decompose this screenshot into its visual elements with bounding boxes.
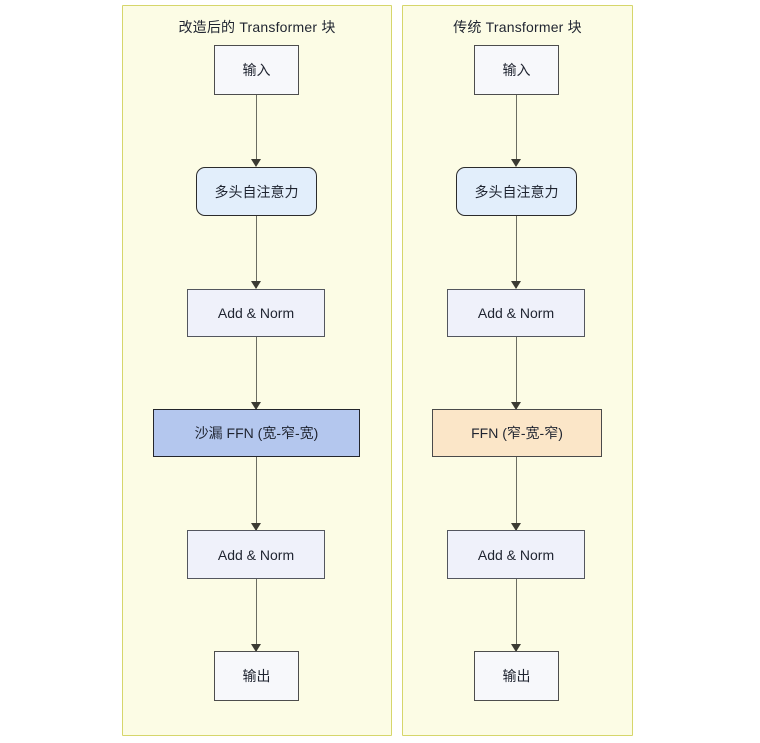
edge-modified-input-to-attention: [256, 95, 257, 163]
arrowhead-modified-2: [251, 281, 261, 289]
node-modified-add-norm-2[interactable]: Add & Norm: [187, 530, 325, 579]
node-label: 多头自注意力: [474, 183, 559, 200]
node-traditional-add-norm-1[interactable]: Add & Norm: [447, 289, 585, 337]
edge-traditional-addnorm1-to-ffn: [516, 337, 517, 409]
arrowhead-traditional-1: [511, 159, 521, 167]
node-traditional-output[interactable]: 输出: [474, 651, 559, 701]
node-traditional-add-norm-2[interactable]: Add & Norm: [447, 530, 585, 579]
node-label: 输入: [242, 62, 271, 78]
edge-modified-attention-to-addnorm1: [256, 216, 257, 288]
node-label: 沙漏 FFN (宽-窄-宽): [194, 425, 319, 441]
node-label: 输出: [242, 668, 271, 684]
arrowhead-traditional-4: [511, 523, 521, 531]
arrowhead-traditional-5: [511, 644, 521, 652]
edge-traditional-ffn-to-addnorm2: [516, 457, 517, 530]
node-traditional-multihead-attention[interactable]: 多头自注意力: [456, 167, 577, 216]
panel-traditional-transformer: 传统 Transformer 块: [402, 5, 633, 736]
edge-traditional-attention-to-addnorm1: [516, 216, 517, 288]
node-label: 输入: [502, 62, 531, 78]
node-traditional-input[interactable]: 输入: [474, 45, 559, 95]
panel-title-modified: 改造后的 Transformer 块: [178, 19, 336, 35]
node-modified-input[interactable]: 输入: [214, 45, 299, 95]
edge-modified-addnorm1-to-ffn: [256, 337, 257, 409]
arrowhead-traditional-2: [511, 281, 521, 289]
node-label: 输出: [502, 668, 531, 684]
arrowhead-modified-4: [251, 523, 261, 531]
node-modified-output[interactable]: 输出: [214, 651, 299, 701]
node-label: FFN (窄-宽-窄): [471, 425, 563, 441]
node-modified-add-norm-1[interactable]: Add & Norm: [187, 289, 325, 337]
edge-traditional-input-to-attention: [516, 95, 517, 163]
node-modified-multihead-attention[interactable]: 多头自注意力: [196, 167, 317, 216]
node-label: Add & Norm: [217, 305, 295, 321]
node-label: 多头自注意力: [214, 183, 299, 200]
node-label: Add & Norm: [477, 305, 555, 321]
edge-modified-addnorm2-to-output: [256, 579, 257, 651]
arrowhead-modified-3: [251, 402, 261, 410]
arrowhead-modified-1: [251, 159, 261, 167]
node-label: Add & Norm: [217, 546, 295, 563]
arrowhead-modified-5: [251, 644, 261, 652]
edge-traditional-addnorm2-to-output: [516, 579, 517, 651]
node-label: Add & Norm: [477, 546, 555, 563]
arrowhead-traditional-3: [511, 402, 521, 410]
panel-modified-transformer: 改造后的 Transformer 块: [122, 5, 392, 736]
edge-modified-ffn-to-addnorm2: [256, 457, 257, 530]
panel-title-traditional: 传统 Transformer 块: [453, 19, 582, 35]
node-modified-hourglass-ffn[interactable]: 沙漏 FFN (宽-窄-宽): [153, 409, 360, 457]
node-traditional-ffn[interactable]: FFN (窄-宽-窄): [432, 409, 602, 457]
